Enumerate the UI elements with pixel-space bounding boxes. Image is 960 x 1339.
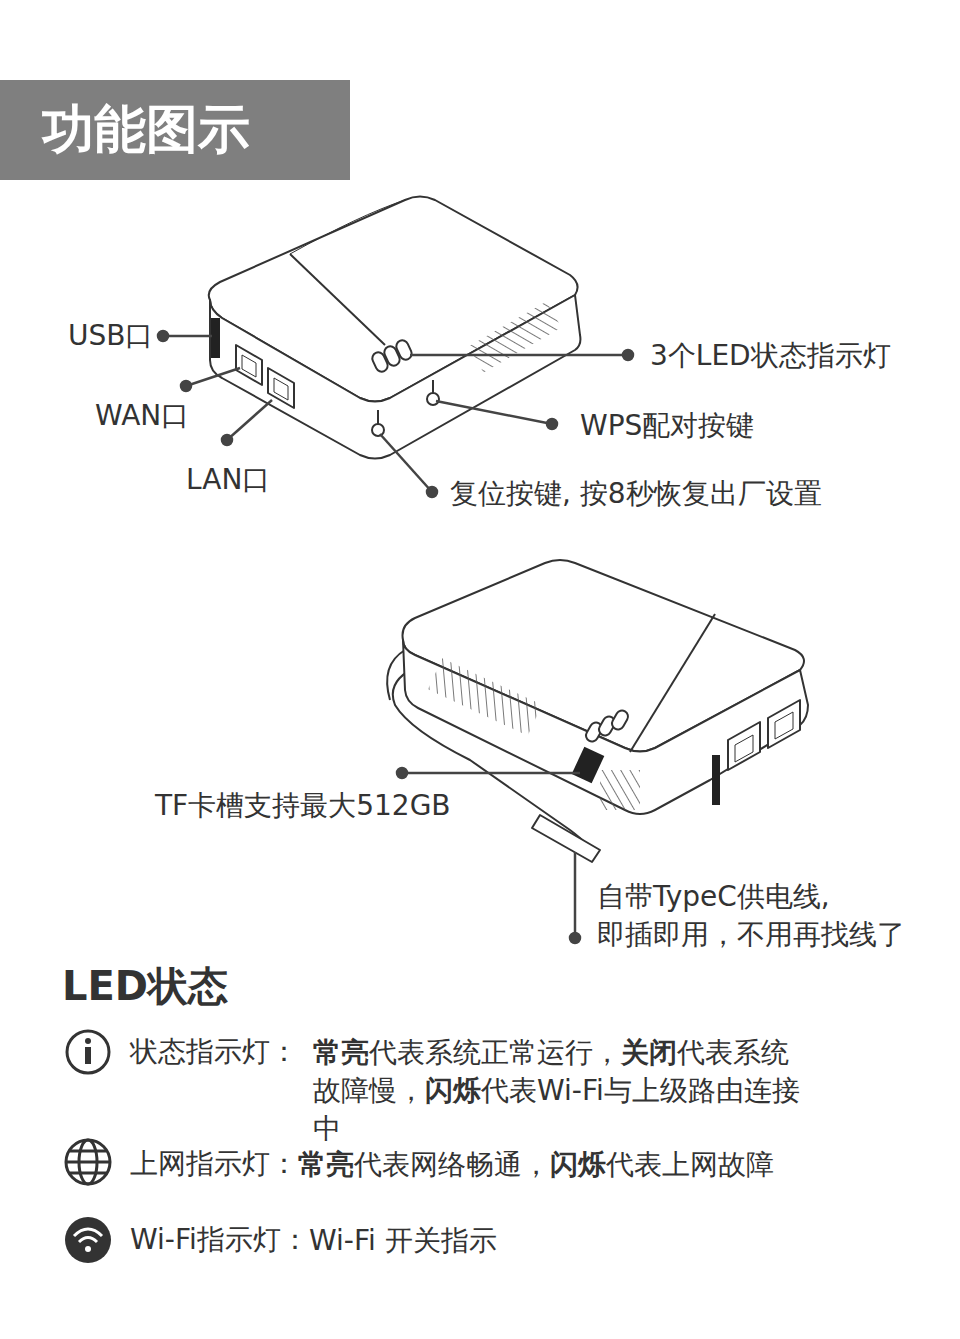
wifi-icon	[65, 1217, 111, 1263]
status-keyword: 闪烁	[550, 1148, 606, 1181]
status-keyword: 关闭	[621, 1036, 677, 1069]
status-text: 代表系统正常运行，	[369, 1036, 621, 1069]
status-keyword: 闪烁	[425, 1074, 481, 1107]
router-top-view	[209, 197, 581, 459]
status-text: 常亮代表网络畅通，闪烁代表上网故障	[298, 1146, 774, 1184]
section-heading: LED状态	[62, 960, 228, 1012]
callout-label: 复位按键, 按8秒恢复出厂设置	[450, 476, 822, 512]
globe-icon	[66, 1140, 110, 1184]
callout-label: WPS配对按键	[580, 408, 754, 444]
status-text: 代表网络畅通，	[354, 1148, 550, 1181]
status-text: Wi-Fi 开关指示	[309, 1224, 497, 1257]
status-text: Wi-Fi 开关指示	[309, 1222, 497, 1260]
callout-label: 上网指示灯：	[130, 1146, 298, 1182]
info-icon	[67, 1031, 109, 1073]
status-text: 常亮代表系统正常运行，关闭代表系统故障慢，闪烁代表Wi-Fi与上级路由连接中	[313, 1034, 803, 1147]
callout-label: 状态指示灯：	[130, 1034, 298, 1070]
title: 功能图示	[42, 96, 250, 164]
callout-label: 3个LED状态指示灯	[650, 338, 891, 374]
status-text: 代表上网故障	[606, 1148, 774, 1181]
callout-label: Wi-Fi指示灯：	[130, 1222, 309, 1258]
title-band	[0, 80, 350, 180]
callout-label: LAN口	[186, 462, 270, 498]
callout-label: USB口	[68, 318, 153, 354]
callout-label: WAN口	[95, 398, 189, 434]
status-keyword: 常亮	[298, 1148, 354, 1181]
callout-label: 自带TypeC供电线, 即插即用，不用再找线了	[597, 878, 937, 954]
status-keyword: 常亮	[313, 1036, 369, 1069]
callout-label: TF卡槽支持最大512GB	[155, 788, 451, 824]
